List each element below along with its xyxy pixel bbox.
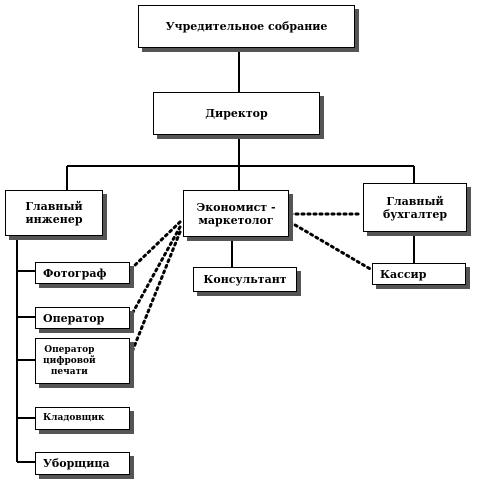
box-chief-accountant: Главный бухгалтер [363,183,467,232]
box-cleaner: Уборщица [35,452,130,475]
box-economist-marketer: Экономист - маркетолог [183,190,289,237]
dotted-economist-cashier [288,220,374,272]
dotted-economist-digital-operator [130,230,182,354]
box-operator: Оператор [35,307,130,329]
box-photographer: Фотограф [35,262,130,284]
box-chief-engineer: Главный инженер [5,190,103,236]
box-founders: Учредительное собрание [138,5,355,48]
box-cashier: Кассир [372,263,466,285]
box-consultant: Консультант [193,267,297,292]
dotted-economist-photographer [130,220,182,270]
box-storekeeper: Кладовщик [35,407,130,430]
box-director: Директор [153,92,320,135]
dotted-economist-operator [130,225,182,316]
box-digital-print-operator: Оператор цифровой печати [35,338,130,384]
